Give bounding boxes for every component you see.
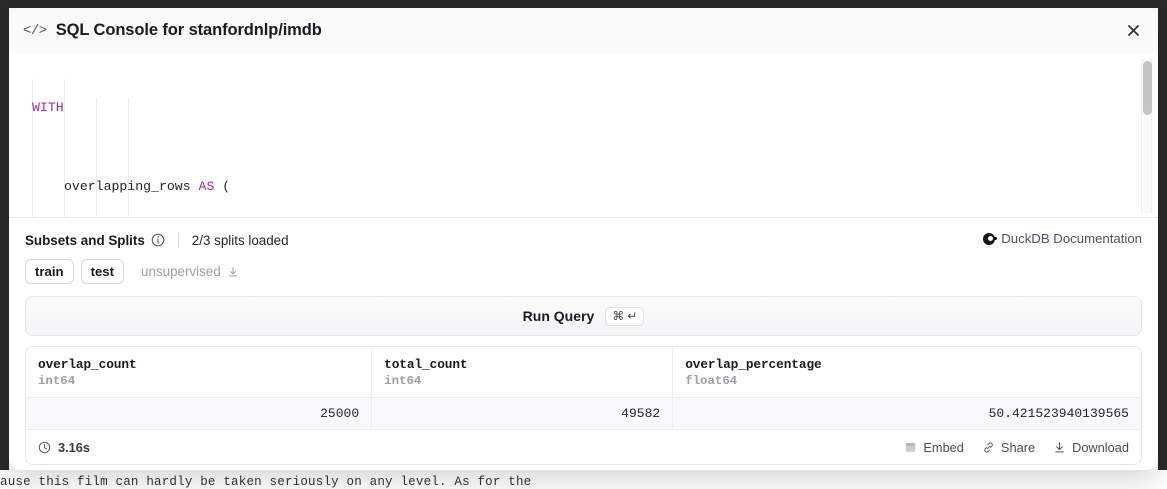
share-button[interactable]: Share bbox=[982, 440, 1035, 455]
embed-icon bbox=[904, 441, 917, 454]
duckdb-documentation-link[interactable]: DuckDB Documentation bbox=[983, 231, 1142, 246]
column-name: total_count bbox=[384, 357, 468, 372]
sql-keyword: AS bbox=[198, 178, 215, 194]
splits-loaded-status: 2/3 splits loaded bbox=[191, 232, 289, 248]
modal-header: </> SQL Console for stanfordnlp/imdb bbox=[9, 8, 1158, 53]
column-type: int64 bbox=[384, 374, 422, 388]
results-actions: Embed Share bbox=[904, 440, 1129, 455]
split-chip-label: unsupervised bbox=[141, 264, 221, 279]
sql-text: overlapping_rows bbox=[64, 178, 199, 194]
overlay-top-strip bbox=[0, 0, 1167, 8]
share-label: Share bbox=[1000, 439, 1036, 455]
modal-header-left: </> SQL Console for stanfordnlp/imdb bbox=[23, 21, 322, 40]
close-icon bbox=[1127, 25, 1139, 36]
overlay-right-strip bbox=[1158, 0, 1167, 470]
column-type: float64 bbox=[685, 374, 738, 388]
table-row: 25000 49582 50.421523940139565 bbox=[26, 397, 1141, 430]
results-footer: 3.16s Embed bbox=[26, 430, 1141, 464]
code-line: WITH bbox=[9, 98, 1158, 118]
column-header-overlap-count[interactable]: overlap_count int64 bbox=[26, 347, 373, 398]
run-query-section: Run Query ⌘ ↵ bbox=[9, 284, 1158, 336]
split-chip-label: test bbox=[90, 264, 115, 279]
results-table: overlap_count int64 total_count int64 ov… bbox=[26, 347, 1141, 430]
download-button[interactable]: Download bbox=[1053, 440, 1129, 455]
subsets-header-row: Subsets and Splits 2/3 splits loaded Duc… bbox=[25, 230, 1142, 250]
page-title: SQL Console for stanfordnlp/imdb bbox=[55, 21, 322, 39]
embed-label: Embed bbox=[923, 439, 964, 455]
query-timing: 3.16s bbox=[38, 440, 90, 455]
column-header-overlap-percentage[interactable]: overlap_percentage float64 bbox=[672, 347, 1141, 398]
background-review-text: ause this film can hardly be taken serio… bbox=[0, 475, 532, 489]
cell-total-count: 49582 bbox=[371, 397, 674, 430]
split-chip-label: train bbox=[35, 264, 64, 279]
code-icon: </> bbox=[23, 22, 47, 39]
sql-editor-content[interactable]: WITH overlapping_rows AS ( SELECT COUNT(… bbox=[9, 53, 1158, 217]
run-query-button[interactable]: Run Query ⌘ ↵ bbox=[25, 296, 1142, 336]
subsets-and-splits-section: Subsets and Splits 2/3 splits loaded Duc… bbox=[9, 218, 1158, 284]
overlay-left-strip bbox=[0, 0, 9, 470]
download-label: Download bbox=[1072, 439, 1129, 455]
duckdb-logo-icon bbox=[983, 232, 997, 245]
cell-overlap-percentage: 50.421523940139565 bbox=[672, 397, 1141, 430]
split-chip-train[interactable]: train bbox=[25, 259, 74, 284]
enter-key-glyph: ↵ bbox=[627, 308, 638, 323]
run-query-shortcut: ⌘ ↵ bbox=[605, 306, 645, 326]
editor-scrollbar[interactable] bbox=[1141, 59, 1152, 213]
column-name: overlap_count bbox=[38, 357, 137, 372]
editor-scrollbar-thumb[interactable] bbox=[1143, 61, 1152, 115]
sql-console-modal: </> SQL Console for stanfordnlp/imdb WIT… bbox=[9, 8, 1158, 470]
column-name: overlap_percentage bbox=[685, 357, 822, 372]
cell-overlap-count: 25000 bbox=[26, 397, 373, 430]
sql-keyword: WITH bbox=[32, 100, 64, 116]
results-card: overlap_count int64 total_count int64 ov… bbox=[25, 346, 1142, 465]
split-chip-test[interactable]: test bbox=[80, 259, 125, 284]
download-icon bbox=[1053, 441, 1066, 454]
clock-icon bbox=[38, 441, 51, 454]
command-key-glyph: ⌘ bbox=[612, 308, 625, 323]
close-button[interactable] bbox=[1120, 18, 1146, 44]
split-chips: train test unsupervised bbox=[25, 259, 1142, 284]
column-type: int64 bbox=[38, 374, 76, 388]
embed-button[interactable]: Embed bbox=[904, 440, 964, 455]
sql-text: ( bbox=[214, 178, 231, 194]
download-icon bbox=[227, 266, 239, 278]
subsets-title: Subsets and Splits bbox=[25, 232, 145, 248]
results-section: overlap_count int64 total_count int64 ov… bbox=[9, 336, 1158, 470]
info-icon[interactable] bbox=[151, 233, 165, 247]
duckdb-documentation-label: DuckDB Documentation bbox=[1001, 231, 1142, 246]
table-header-row: overlap_count int64 total_count int64 ov… bbox=[26, 347, 1141, 398]
split-chip-unsupervised[interactable]: unsupervised bbox=[131, 259, 249, 284]
column-header-total-count[interactable]: total_count int64 bbox=[371, 347, 674, 398]
code-line: overlapping_rows AS ( bbox=[9, 177, 1158, 197]
query-timing-value: 3.16s bbox=[58, 439, 91, 455]
divider bbox=[177, 232, 179, 248]
sql-editor[interactable]: WITH overlapping_rows AS ( SELECT COUNT(… bbox=[9, 53, 1158, 218]
link-icon bbox=[982, 441, 995, 454]
run-query-label: Run Query bbox=[522, 308, 595, 324]
